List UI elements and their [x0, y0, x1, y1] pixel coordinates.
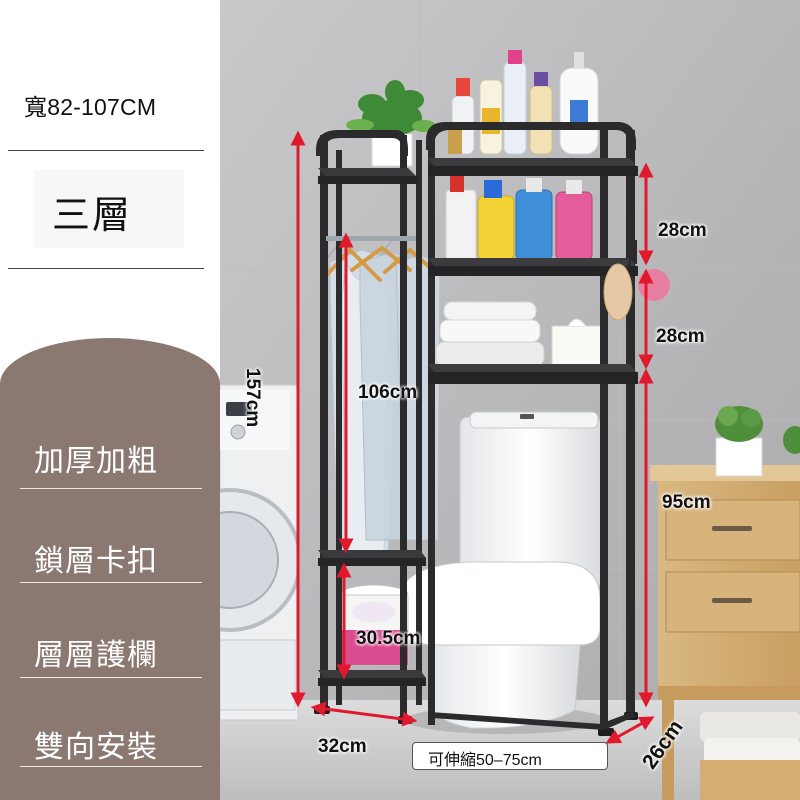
width-range-label: 寬82-107CM: [24, 94, 157, 120]
tier-box: [34, 170, 184, 248]
product-photo: [220, 0, 800, 800]
feature-panel-arch: [0, 338, 220, 800]
divider: [20, 677, 202, 678]
divider: [20, 488, 202, 489]
feature-label-lock: 鎖層卡扣: [34, 545, 158, 578]
divider: [20, 582, 202, 583]
dimension-label-shelf-gap-middle: 28cm: [656, 326, 705, 347]
divider: [8, 268, 204, 269]
extendable-width-box: [412, 742, 608, 770]
tier-label: 三層: [52, 195, 133, 237]
feature-label-two-way: 雙向安裝: [34, 731, 158, 764]
feature-label-thick: 加厚加粗: [34, 445, 158, 478]
dimension-label-hanging-height: 106cm: [358, 382, 418, 403]
dimension-label-bottom-gap: 30.5cm: [356, 628, 421, 649]
dimension-label-shelf-gap-top: 28cm: [658, 220, 707, 241]
product-photo-illustration: [220, 0, 800, 800]
dimension-label-toilet-clearance: 95cm: [662, 492, 711, 513]
divider: [20, 766, 202, 767]
feature-label-guardrail: 層層護欄: [34, 639, 158, 672]
dimension-label-total-height: 157cm: [242, 368, 263, 428]
extendable-width-label: 可伸縮50–75cm: [428, 752, 542, 769]
feature-panel: 寬82-107CM 三層 加厚加粗 鎖層卡扣 層層護欄 雙向安裝: [0, 0, 220, 800]
divider: [8, 150, 204, 151]
dimension-label-side-width: 32cm: [318, 736, 367, 757]
